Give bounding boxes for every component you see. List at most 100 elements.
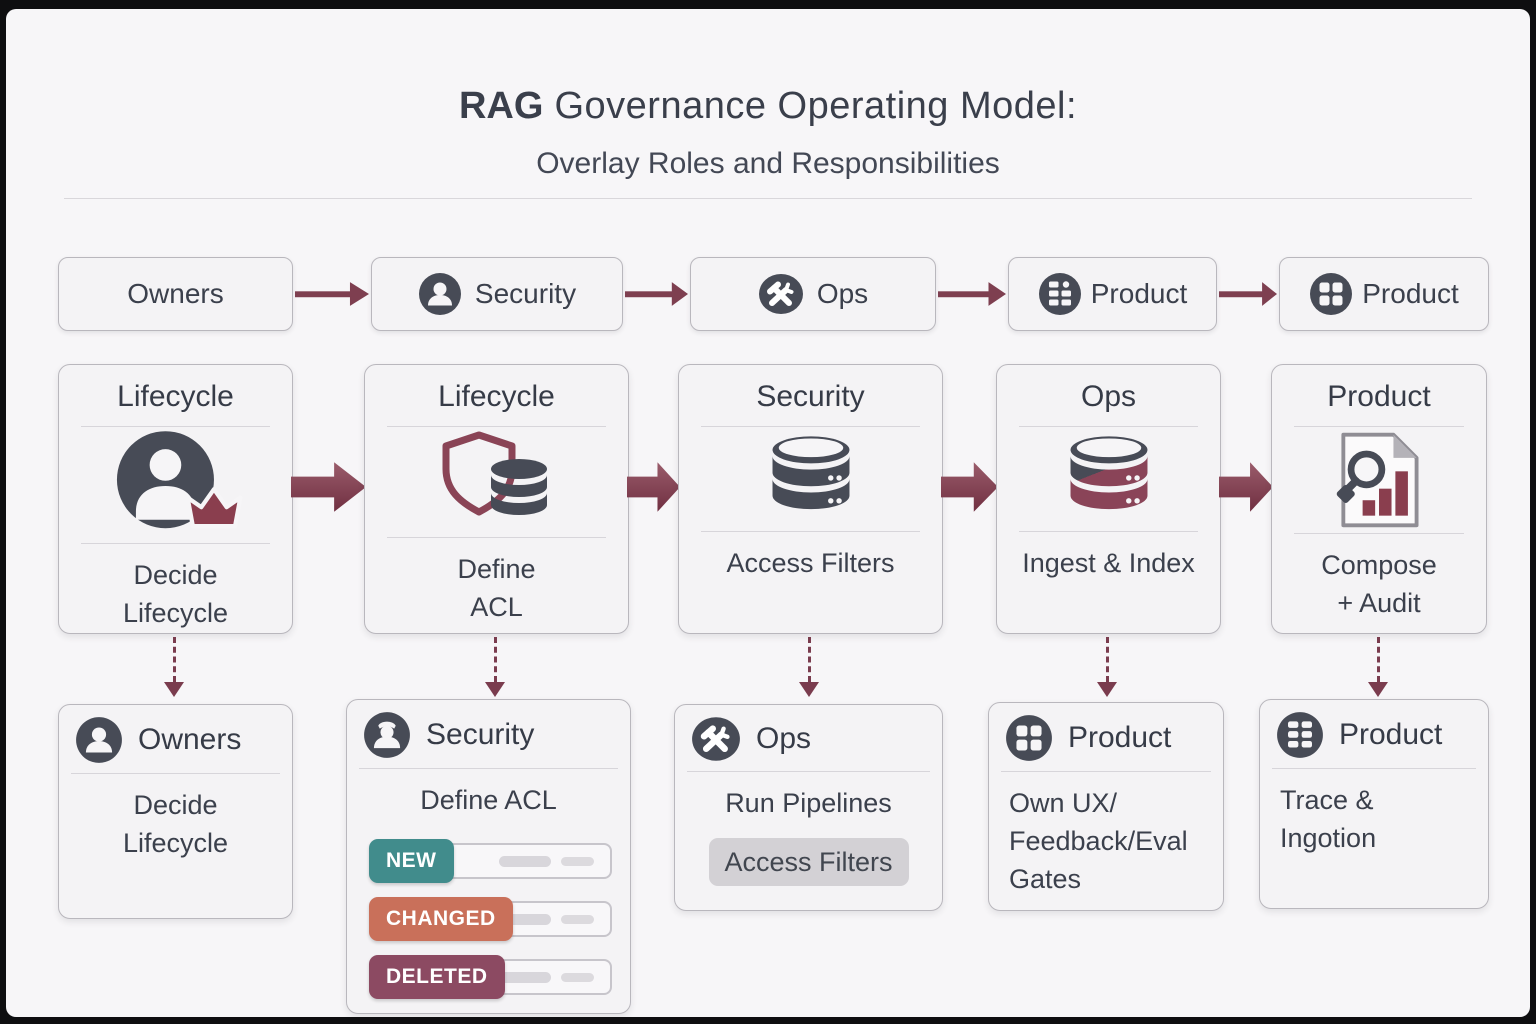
bottom-box-security-title: Security: [426, 718, 535, 751]
top-box-product-1-label: Product: [1090, 278, 1188, 309]
person-crown-icon: [59, 427, 292, 543]
person-cap-icon: [363, 711, 411, 759]
bottom-box-security: Security Define ACL NEW CHANGED DELETED: [346, 699, 631, 1014]
middle-box-caption: Decide Lifecycle: [122, 559, 229, 628]
bottom-box-header: Owners: [59, 705, 292, 773]
title-rest: Governance Operating Model:: [543, 85, 1078, 127]
audit-document-icon: [1272, 427, 1486, 533]
bottom-box-owners-text: Decide Lifecycle: [122, 790, 229, 858]
top-box-product-2-label: Product: [1362, 278, 1459, 309]
middle-box-title: Lifecycle: [117, 380, 234, 413]
placeholder-pill: [561, 856, 594, 866]
top-box-owners-label: Owners: [127, 278, 224, 309]
bottom-box-security-text: Define ACL: [420, 785, 557, 815]
placeholder-pill: [561, 972, 594, 982]
acl-row-deleted: DELETED: [369, 955, 612, 999]
title-prefix: RAG: [458, 85, 544, 127]
bottom-box-header: Product: [1260, 700, 1488, 768]
page-subtitle: Overlay Roles and Responsibilities: [536, 147, 1000, 180]
middle-box-lifecycle-decide: Lifecycle Decide Lifecycle: [58, 364, 293, 634]
acl-row-new: NEW: [369, 839, 612, 883]
access-filters-button: Access Filters: [708, 838, 909, 886]
dashed-arrow-3: [799, 637, 819, 697]
divider: [387, 536, 606, 538]
top-box-product-2: Product: [1279, 257, 1489, 331]
arrow-owners-to-security: [295, 282, 369, 306]
arrow-security-to-ops: [625, 282, 688, 306]
divider: [687, 771, 930, 772]
person-icon: [418, 272, 462, 316]
divider: [1272, 768, 1476, 769]
top-box-ops-label: Ops: [816, 278, 869, 309]
bottom-box-owners-title: Owners: [138, 723, 242, 756]
diagram-canvas: RAG Governance Operating Model: Overlay …: [6, 9, 1530, 1017]
middle-box-title: Lifecycle: [438, 380, 555, 413]
dashed-arrow-5: [1368, 637, 1388, 697]
big-arrow-3: [941, 462, 998, 512]
grid-2x2-icon: [1309, 272, 1353, 316]
top-box-ops: Ops: [690, 257, 936, 331]
badge-changed: CHANGED: [369, 897, 513, 941]
top-box-security: Security: [371, 257, 623, 331]
bottom-box-product-trace-text: Trace & Ingotion: [1280, 785, 1377, 853]
divider: [71, 773, 280, 774]
middle-box-product: Product Compose + Audit: [1271, 364, 1487, 634]
placeholder-pill: [499, 913, 551, 925]
bottom-box-owners: Owners Decide Lifecycle: [58, 704, 293, 919]
middle-box-caption: Define ACL: [457, 553, 536, 622]
divider: [359, 768, 618, 769]
acl-row-changed: CHANGED: [369, 897, 612, 941]
tools-icon: [758, 273, 804, 315]
arrow-product-to-product: [1219, 282, 1277, 306]
person-icon: [75, 716, 123, 764]
bottom-box-ops-title: Ops: [756, 722, 812, 755]
acl-badge-list: NEW CHANGED DELETED: [347, 819, 630, 999]
bottom-box-product-ux-title: Product: [1068, 721, 1172, 754]
grid-2x2-icon: [1005, 714, 1053, 762]
bottom-box-ops: Ops Run Pipelines Access Filters: [674, 704, 943, 911]
dashed-arrow-4: [1097, 637, 1117, 697]
top-box-owners: Owners: [58, 257, 293, 331]
database-two-tone-icon: [997, 427, 1220, 531]
divider: [1019, 426, 1198, 427]
bottom-box-header: Ops: [675, 705, 942, 771]
middle-box-security: Security Access Filters: [678, 364, 943, 634]
middle-box-title: Security: [756, 380, 865, 413]
badge-deleted: DELETED: [369, 955, 505, 999]
divider: [387, 426, 606, 427]
divider: [1294, 426, 1464, 427]
divider: [1294, 532, 1464, 534]
placeholder-pill: [561, 914, 594, 924]
grid-table-icon: [1038, 272, 1082, 316]
bottom-box-product-trace-title: Product: [1339, 718, 1443, 751]
bottom-box-product-ux-text: Own UX/ Feedback/Eval Gates: [1009, 788, 1188, 894]
shield-database-icon: [365, 427, 628, 537]
middle-box-title: Ops: [1080, 380, 1137, 413]
database-icon: [679, 427, 942, 531]
bottom-box-ops-text: Run Pipelines: [725, 788, 892, 818]
middle-box-ops: Ops Ingest & Index: [996, 364, 1221, 634]
placeholder-pill: [499, 971, 551, 983]
divider: [701, 426, 920, 427]
top-box-product-1: Product: [1008, 257, 1217, 331]
big-arrow-4: [1219, 462, 1273, 512]
middle-box-caption: Access Filters: [726, 547, 895, 578]
title-divider: [64, 198, 1472, 199]
arrow-ops-to-product: [938, 282, 1006, 306]
grid-table-icon: [1276, 711, 1324, 759]
page-title: RAG Governance Operating Model:: [6, 85, 1530, 128]
top-box-security-label: Security: [474, 278, 577, 309]
dashed-arrow-2: [485, 637, 505, 697]
divider: [1001, 771, 1211, 772]
tools-icon: [691, 716, 741, 762]
badge-new: NEW: [369, 839, 454, 883]
divider: [81, 426, 270, 427]
middle-box-caption: Compose + Audit: [1321, 549, 1437, 618]
big-arrow-2: [627, 462, 680, 512]
placeholder-pill: [499, 855, 551, 867]
middle-box-lifecycle-acl: Lifecycle Define ACL: [364, 364, 629, 634]
big-arrow-1: [291, 462, 366, 512]
divider: [701, 530, 920, 532]
bottom-box-header: Security: [347, 700, 630, 768]
bottom-box-product-ux: Product Own UX/ Feedback/Eval Gates: [988, 702, 1224, 911]
